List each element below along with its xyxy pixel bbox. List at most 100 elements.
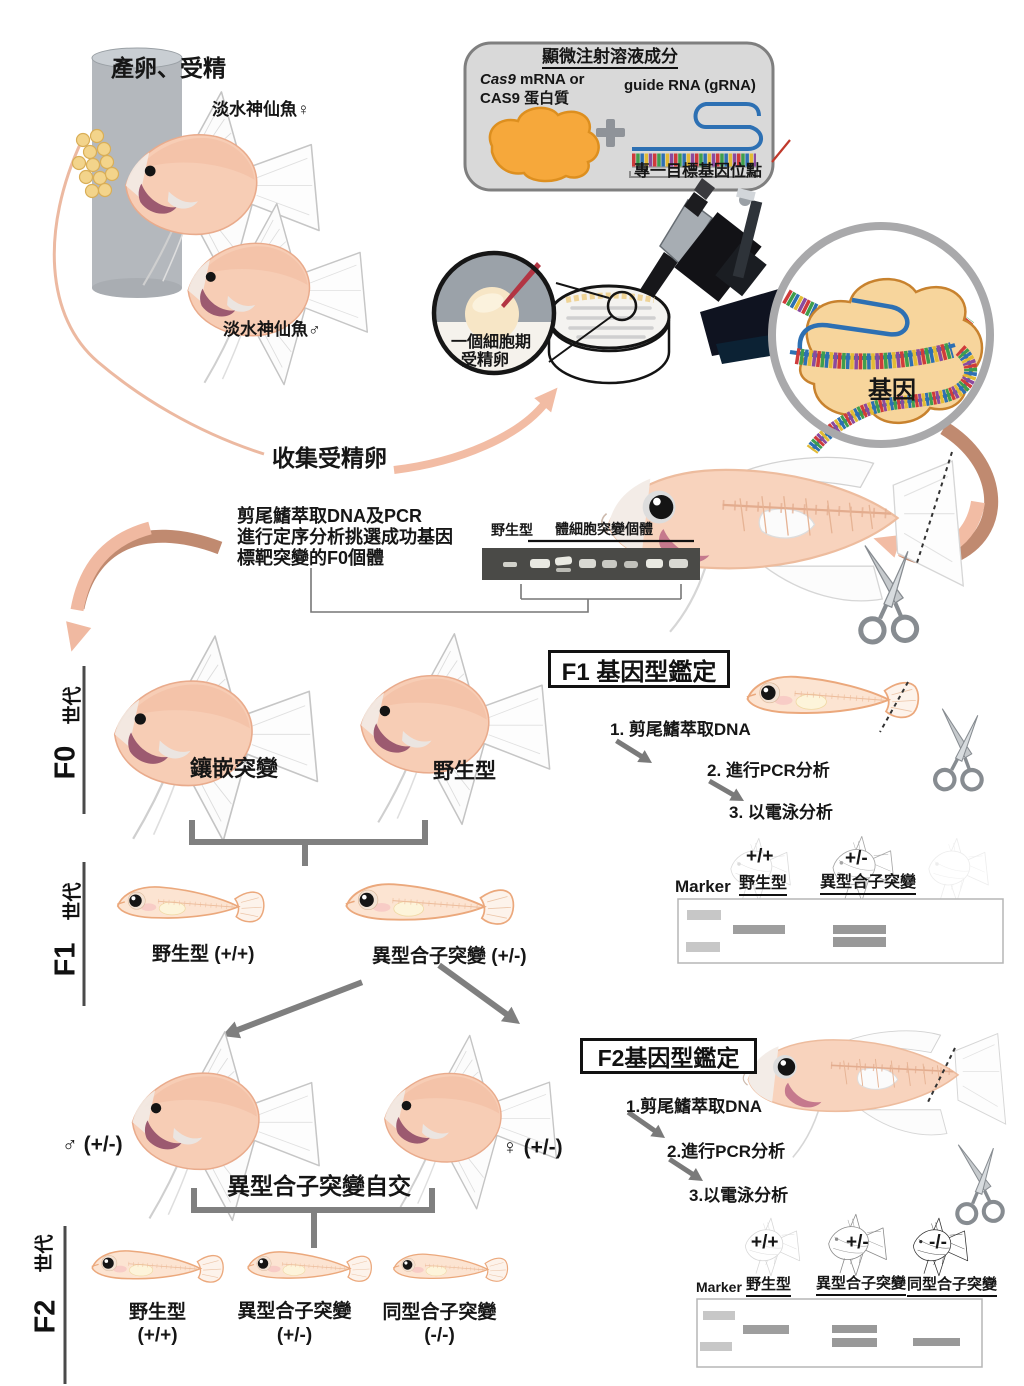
spawn-scene: [71, 47, 369, 386]
arc-spawn-to-collect: [52, 139, 265, 456]
f2-panel-title: F2基因型鑑定: [580, 1038, 757, 1074]
f2-wild-larva: [92, 1251, 223, 1282]
injection-box-title: 顯微注射溶液成分: [542, 47, 678, 70]
f2-gel-genotype3: -/-: [929, 1232, 947, 1253]
f1-step1: 1. 剪尾鰭萃取DNA: [610, 720, 751, 739]
f1-wild-label: 野生型 (+/+): [152, 944, 255, 965]
f2-generation-label: F2: [29, 1299, 62, 1334]
f2-gel-lane1-label: 野生型: [746, 1276, 792, 1297]
f1-gel-lane1-label: 野生型: [739, 875, 788, 896]
cas9-label-line1: Cas9 mRNA or: [480, 71, 585, 89]
f0-gel-wild-label: 野生型: [491, 522, 533, 538]
f1-gel-box: [677, 898, 1004, 964]
dna-strand-mid: [794, 342, 955, 370]
f1-to-cross-arrow-left: [222, 979, 364, 1039]
f1-wild-larva: [117, 887, 264, 922]
f1-het-label: 異型合子突變 (+/-): [372, 946, 527, 967]
f1-generation-suffix: 世代: [62, 882, 84, 921]
f2-homo-label: 同型合子突變: [382, 1302, 497, 1323]
f2-gel-box: [696, 1298, 983, 1368]
f2-homo-genotype: (-/-): [424, 1325, 455, 1346]
grna-label: guide RNA (gRNA): [624, 77, 756, 94]
tail-cut-line-f1: [879, 681, 909, 733]
f0-generation-label: F0: [49, 745, 82, 780]
egg-magnifier-label-line1: 一個細胞期: [451, 334, 532, 351]
cas9-label-line2: CAS9 蛋白質: [480, 90, 570, 107]
f0-screening-line2: 進行定序分析挑選成功基因: [237, 527, 453, 547]
injection-needle: [501, 262, 541, 308]
tail-cut-line-f2: [927, 1047, 956, 1103]
f0-screening-line1: 剪尾鰭萃取DNA及PCR: [237, 506, 423, 526]
flow-arrows: [52, 139, 999, 652]
scissors-icon-f2: [945, 1142, 1013, 1229]
f0-wild-fish: [359, 632, 551, 826]
grna-loop: [797, 297, 910, 351]
gene-label: 基因: [868, 377, 916, 404]
micromanipulator: [622, 178, 806, 364]
f1-gel-genotype2: +/-: [845, 848, 868, 869]
collect-eggs-label: 收集受精卵: [272, 445, 387, 471]
cross-label: 異型合子突變自交: [227, 1173, 411, 1199]
f1-panel-title: F1 基因型鑑定: [548, 650, 730, 688]
f2-homo-larva: [393, 1254, 507, 1281]
f0-gel-photo: [310, 539, 700, 613]
petri-dish: [547, 284, 671, 385]
f0-screening-line3: 標靶突變的F0個體: [237, 548, 385, 568]
grna-molecule: [629, 102, 763, 178]
female-fish-label: 淡水神仙魚♀: [212, 100, 310, 119]
cross-male-label: ♂ (+/-): [62, 1133, 123, 1156]
cas9-italic: Cas9: [480, 71, 516, 88]
f1-step3: 3. 以電泳分析: [729, 803, 833, 822]
f1-step-arrow-1: [615, 738, 652, 763]
f0-gel-somatic-label: 體細胞突變個體: [555, 521, 653, 537]
f1-gel-genotype1: +/+: [746, 846, 774, 867]
f1-generation-label: F1: [49, 942, 82, 977]
scissors-icon-f1: [922, 706, 998, 798]
f2-het-label: 異型合子突變: [237, 1301, 352, 1322]
f2-step3: 3.以電泳分析: [689, 1186, 789, 1205]
f1-step2: 2. 進行PCR分析: [707, 761, 830, 780]
arc-collect-to-dish-arrow: [393, 387, 558, 474]
injection-site-circle: [606, 290, 638, 322]
target-site-label: 專一目標基因位點: [634, 163, 763, 180]
cross-female-label: ♀ (+/-): [502, 1136, 563, 1159]
f2-gel-marker-label: Marker: [696, 1279, 742, 1295]
male-fish-label: 淡水神仙魚♂: [223, 320, 321, 339]
f0-wild-label: 野生型: [433, 760, 496, 783]
f2-het-genotype: (+/-): [276, 1325, 313, 1346]
gel-connector-line: [310, 568, 682, 613]
f2-step-arrow-1: [626, 1110, 665, 1138]
f1-to-cross-arrow-right: [437, 962, 520, 1024]
needle-tick: [771, 139, 791, 163]
f0-generation-suffix: 世代: [62, 686, 84, 725]
egg-row: [565, 292, 655, 303]
f2-wild-genotype: (+/+): [137, 1325, 178, 1346]
arc-to-f0-arrow: [66, 521, 223, 652]
plus-icon: [596, 119, 625, 147]
egg-magnifier-circle: [431, 250, 613, 376]
f2-gel-lane2-label: 異型合子突變: [816, 1275, 907, 1296]
injection-solution-box: [463, 41, 791, 192]
f2-step1: 1.剪尾鰭萃取DNA: [626, 1097, 763, 1116]
f0-mosaic-label: 鑲嵌突變: [190, 756, 279, 781]
egg-magnifier-label-line2: 受精卵: [461, 352, 510, 369]
f1-gel-lane2-label: 異型合子突變: [820, 874, 917, 895]
target-bracket: [629, 171, 758, 178]
f2-step-arrow-2: [668, 1157, 703, 1181]
cas9-rest: mRNA or: [515, 71, 585, 88]
f2-wild-label: 野生型: [128, 1302, 186, 1323]
tail-cut-line-f0: [915, 451, 953, 567]
f0-mosaic-fish: [113, 634, 319, 843]
cas9-protein-blob: [488, 106, 600, 183]
dna-strand-lower: [806, 345, 978, 454]
f1-het-larva: [346, 884, 514, 924]
f1-step-arrow-2: [708, 778, 744, 801]
cross-bracket: [191, 1188, 435, 1248]
f0-juvenile-fish: [602, 457, 963, 631]
f2-gel-genotype2: +/-: [846, 1232, 869, 1253]
f2-gel-lane3-label: 同型合子突變: [907, 1276, 998, 1297]
egg-cluster: [71, 128, 120, 199]
f2-gel-genotype1: +/+: [751, 1232, 779, 1253]
f1-gel-marker-label: Marker: [675, 877, 731, 896]
